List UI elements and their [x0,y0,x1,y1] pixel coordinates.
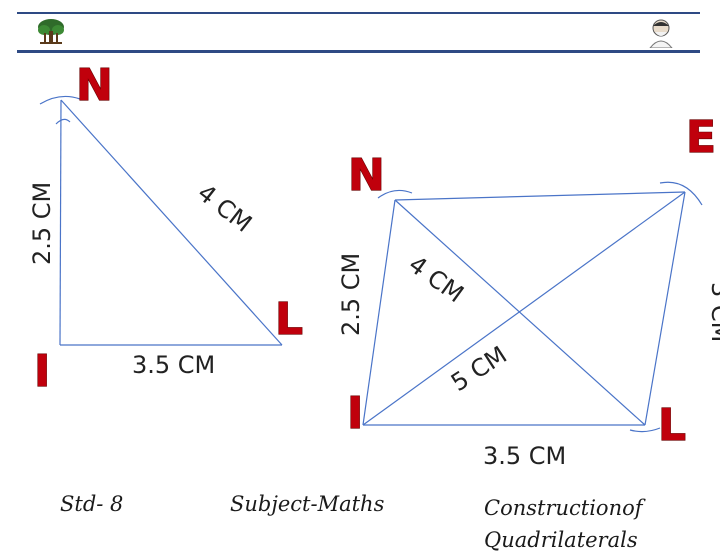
construction-drawing: N L I 2.5 CM 3.5 CM 4 CM N E I L 2.5 CM … [28,59,720,470]
header-rule-top [17,12,700,14]
fig2-side-right-label: 3 CM [706,282,720,342]
fig2-arc-e [659,181,703,206]
person-portrait-icon [648,18,674,49]
fig2-side-right [644,191,686,426]
fig2-side-left [362,199,396,426]
fig1-arc-small [55,118,71,125]
fig2-vertex-bottom-right: L [658,400,686,451]
fig1-vertex-bottom-left: I [34,346,50,397]
footer-std: Std- 8 [60,492,124,516]
footer-subject: Subject-Maths [230,492,385,516]
fig1-diagonal-label: 4 CM [192,179,257,238]
fig1-vertex-right: L [275,294,303,345]
tree-logo-icon [36,18,66,46]
fig2-vertex-top-left: N [348,150,385,201]
fig1-vertex-top: N [76,60,113,111]
fig1-side-bottom-label: 3.5 CM [132,351,215,379]
fig2-vertex-bottom-left: I [347,388,363,439]
fig2-vertex-top-right: E [686,112,716,163]
fig2-side-left-label: 2.5 CM [337,253,365,336]
fig2-arc-l [629,427,661,433]
fig1-diagonal [60,99,283,346]
fig2-diagonal-long-label: 5 CM [446,341,512,397]
footer-topic: Constructionof Quadrilaterals [484,496,643,552]
fig1-side-left [59,99,62,346]
header-rule-bottom [17,50,700,53]
fig2-diagonal-long [362,191,686,426]
fig2-side-bottom-label: 3.5 CM [483,442,566,470]
fig1-side-left-label: 2.5 CM [28,182,56,265]
fig2-arc-n [377,189,413,199]
fig2-diagonal-short-label: 4 CM [403,250,468,308]
fig1-arc [39,95,81,105]
fig2-side-top [394,191,686,201]
fig2-diagonal-short [394,199,646,426]
